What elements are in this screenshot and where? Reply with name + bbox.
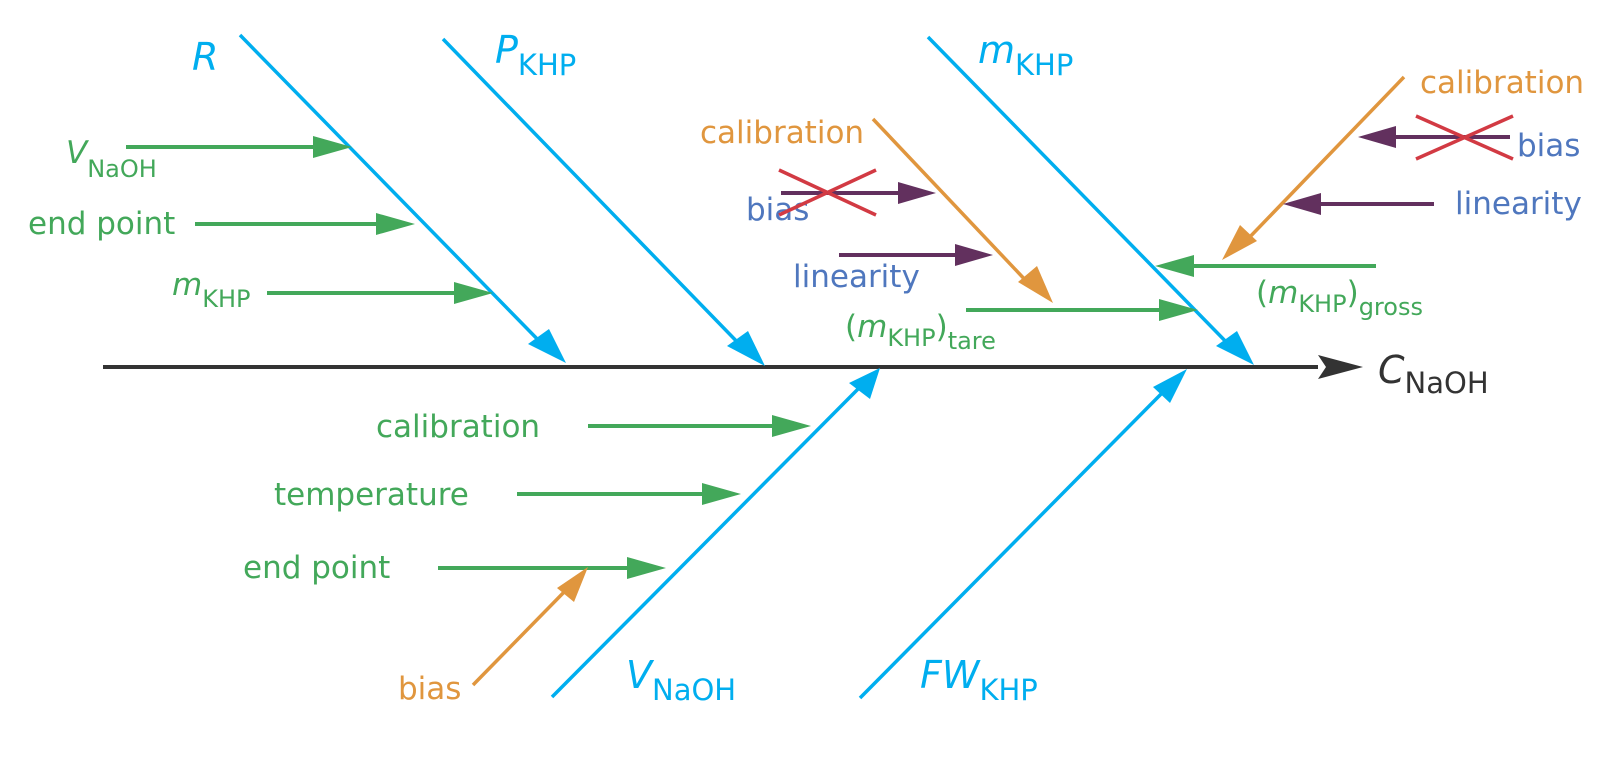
- arrowhead-icon: [849, 368, 880, 399]
- cause-label-VNaOH-end-point: end point: [243, 550, 390, 586]
- arrowhead-icon: [772, 415, 811, 437]
- bone-label-FW-KHP: FWKHP: [920, 653, 1038, 707]
- subcause-label-gross-calibration: calibration: [1420, 65, 1584, 101]
- subcause-label-tare-calibration: calibration: [700, 115, 864, 151]
- bone-label-P-KHP: PKHP: [495, 28, 576, 82]
- cause-label-mkhp-tare: (mKHP)tare: [845, 309, 996, 355]
- effect-label: CNaOH: [1378, 348, 1489, 400]
- arrowhead-icon: [557, 567, 588, 602]
- subcause-label-gross-linearity: linearity: [1455, 186, 1582, 222]
- cause-VNaOH-temperature: [517, 483, 741, 505]
- arrowhead-icon: [376, 213, 415, 235]
- arrowhead-icon: [313, 136, 352, 158]
- arrowhead-icon: [627, 557, 666, 579]
- cause-R-end-point: [195, 213, 415, 235]
- cause-mkhp-tare: [966, 299, 1198, 321]
- cause-VNaOH-end-point: [438, 557, 666, 579]
- subcause-tare-calibration: [871, 117, 1053, 303]
- arrowhead-icon: [528, 329, 566, 363]
- subcause-tare-bias: [781, 182, 936, 204]
- spine-arrowhead-icon: [1318, 355, 1363, 379]
- cause-R-mkhp: [267, 282, 493, 304]
- arrowhead-icon: [1216, 331, 1254, 365]
- subcause-end-point-bias: [471, 567, 588, 687]
- arrowhead-icon: [1155, 255, 1194, 277]
- subcause-label-gross-bias: bias: [1517, 128, 1580, 164]
- bone-m-KHP: [926, 35, 1254, 365]
- cause-label-R-mkhp: mKHP: [172, 267, 250, 313]
- cross-out-icon: [778, 168, 877, 217]
- subcause-label-tare-linearity: linearity: [793, 259, 920, 295]
- bone-V-NaOH: [550, 368, 880, 699]
- arrowhead-icon: [898, 182, 936, 204]
- arrowhead-icon: [955, 244, 993, 266]
- subcause-gross-calibration: [1222, 75, 1406, 260]
- arrowhead-icon: [1018, 266, 1053, 303]
- cause-label-R-end-point: end point: [28, 206, 175, 242]
- subcause-label-tare-bias: bias: [746, 192, 809, 228]
- bone-label-R: R: [192, 35, 218, 79]
- arrowhead-icon: [1358, 126, 1396, 148]
- bone-R: [238, 33, 566, 363]
- subcause-gross-linearity: [1283, 193, 1434, 215]
- bone-FW-KHP: [858, 369, 1187, 700]
- cause-R-vnaoh: [126, 136, 352, 158]
- arrowhead-icon: [454, 282, 493, 304]
- bone-P-KHP: [441, 37, 765, 366]
- arrowhead-icon: [702, 483, 741, 505]
- subcause-label-end-point-bias: bias: [398, 671, 461, 707]
- subcause-tare-linearity: [839, 244, 993, 266]
- bone-label-V-NaOH: VNaOH: [626, 653, 736, 707]
- arrowhead-icon: [1222, 225, 1257, 260]
- subcause-gross-bias: [1358, 126, 1510, 148]
- arrowhead-icon: [1283, 193, 1321, 215]
- cause-label-VNaOH-temperature: temperature: [274, 477, 469, 513]
- arrowhead-icon: [727, 331, 765, 366]
- cause-label-mkhp-gross: (mKHP)gross: [1256, 275, 1423, 321]
- cause-VNaOH-calibration: [588, 415, 811, 437]
- arrowhead-icon: [1153, 369, 1187, 403]
- arrowhead-icon: [1159, 299, 1198, 321]
- cause-mkhp-gross: [1155, 255, 1376, 277]
- spine: [103, 355, 1363, 379]
- bone-label-m-KHP: mKHP: [978, 28, 1073, 82]
- cause-label-VNaOH-calibration: calibration: [376, 409, 540, 445]
- cause-label-R-vnaoh: VNaOH: [66, 135, 157, 183]
- cross-out-icon: [1415, 114, 1514, 161]
